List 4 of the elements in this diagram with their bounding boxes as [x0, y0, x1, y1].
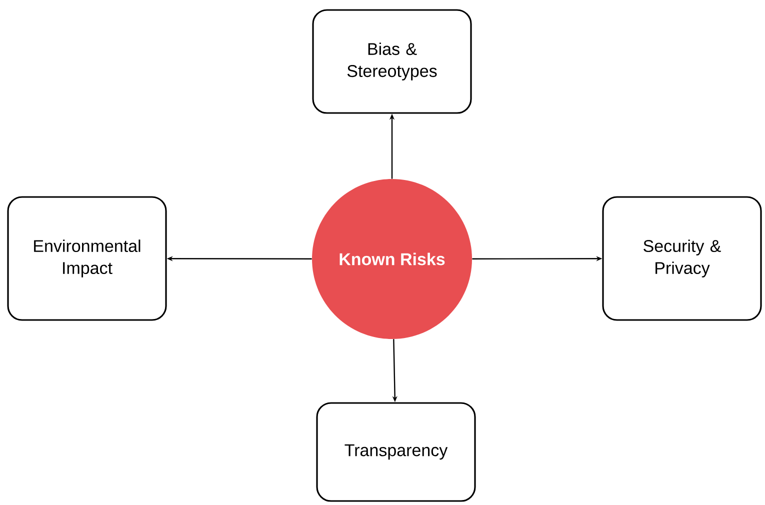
risk-box: Security & Privacy: [602, 196, 762, 321]
risk-box: Environmental Impact: [7, 196, 167, 321]
risk-box: Bias & Stereotypes: [312, 9, 472, 114]
risk-box: Transparency: [316, 402, 476, 502]
